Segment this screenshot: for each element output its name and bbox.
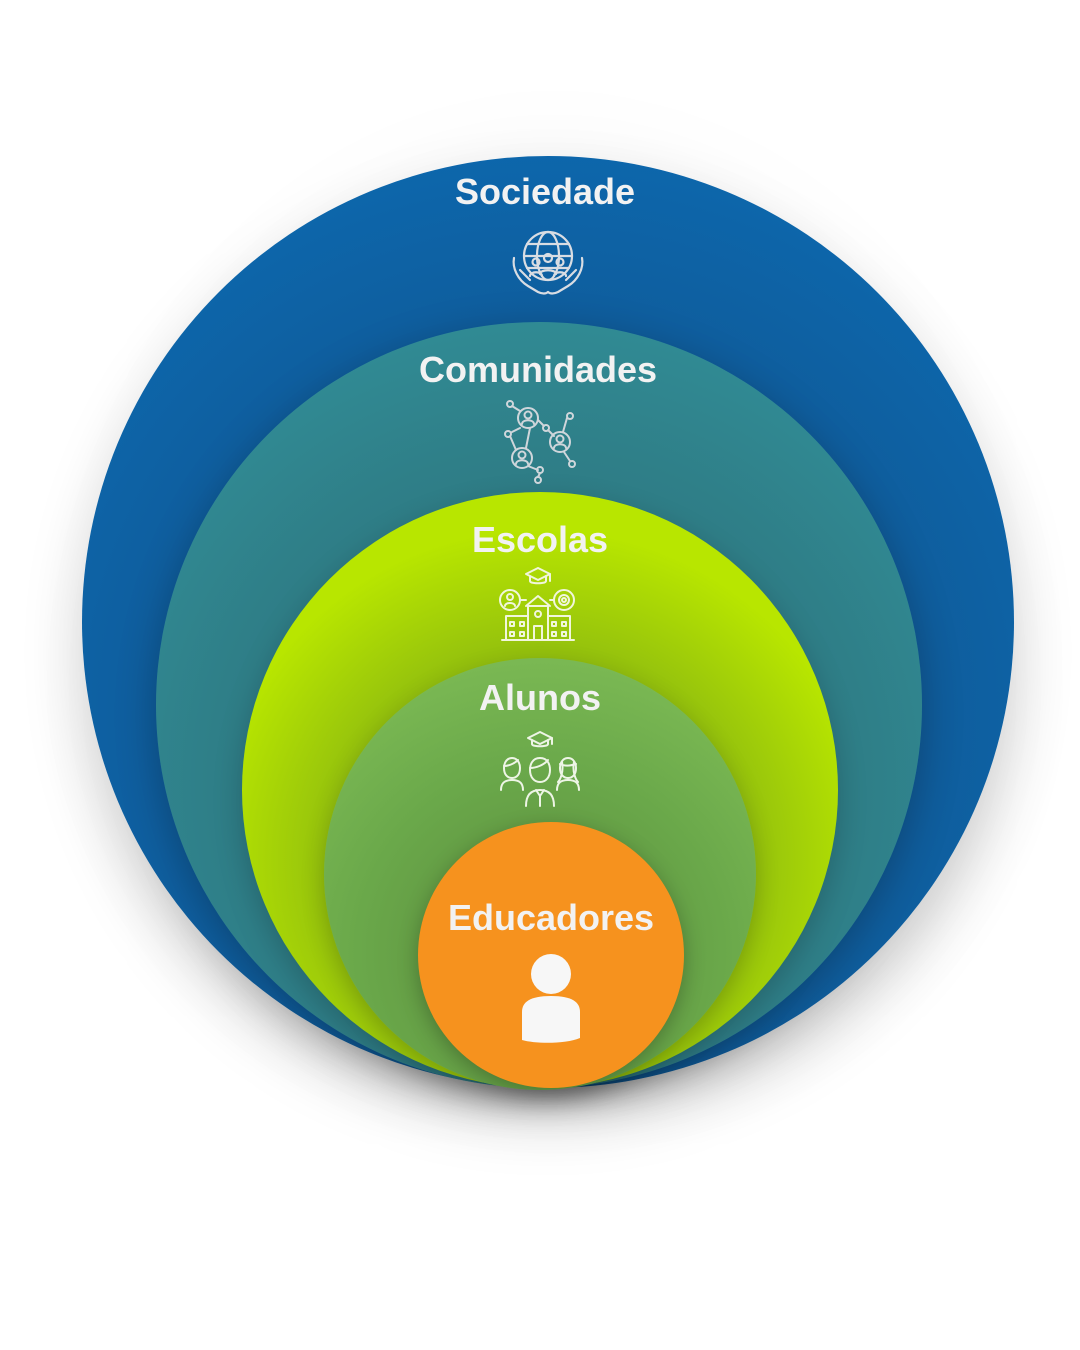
school-building-icon bbox=[499, 567, 575, 641]
students-group-icon bbox=[500, 731, 580, 807]
person-icon bbox=[522, 954, 580, 1043]
globe-community-hands-icon bbox=[512, 230, 584, 295]
label-sociedade: Sociedade bbox=[454, 171, 636, 212]
label-comunidades: Comunidades bbox=[418, 349, 658, 390]
label-alunos: Alunos bbox=[479, 677, 601, 718]
label-educadores: Educadores bbox=[447, 897, 655, 938]
network-people-icon bbox=[504, 400, 576, 484]
label-escolas: Escolas bbox=[471, 519, 609, 560]
